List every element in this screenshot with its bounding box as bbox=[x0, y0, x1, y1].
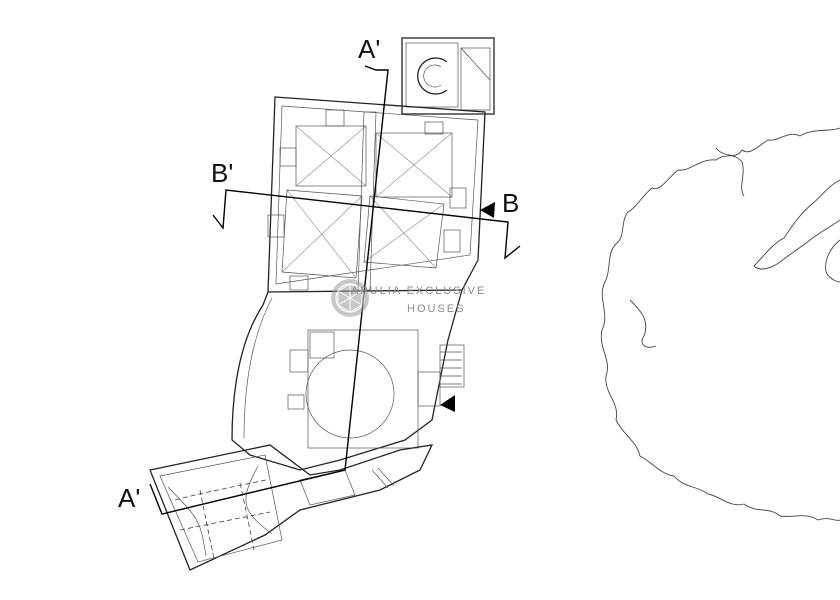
upper-trulli-block bbox=[267, 96, 486, 293]
stair-block bbox=[401, 37, 495, 115]
watermark-text: APULIA EXCLUSIVE HOUSES bbox=[351, 282, 521, 318]
section-label-a-prime-bottom: A' bbox=[118, 483, 141, 513]
section-label-b-prime: B' bbox=[211, 158, 234, 188]
watermark-logo-icon bbox=[331, 279, 369, 317]
watermark-line-1: APULIA EXCLUSIVE bbox=[351, 285, 487, 297]
tree-canopy bbox=[600, 127, 840, 521]
section-label-b: B bbox=[502, 188, 520, 218]
middle-block bbox=[231, 289, 465, 471]
lower-wing bbox=[149, 444, 434, 571]
watermark-line-2: HOUSES bbox=[407, 303, 466, 315]
section-lines bbox=[149, 65, 521, 515]
section-label-a-prime-top: A' bbox=[358, 34, 381, 64]
